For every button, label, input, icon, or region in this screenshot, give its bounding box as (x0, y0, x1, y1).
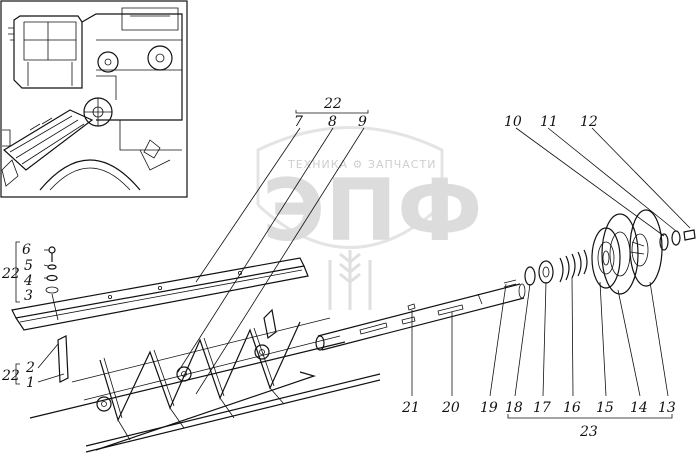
label-15: 15 (596, 400, 614, 416)
label-5: 5 (24, 258, 33, 274)
label-10: 10 (504, 114, 522, 130)
label-20: 20 (441, 400, 460, 416)
label-6: 6 (22, 242, 31, 258)
label-17: 17 (533, 400, 551, 416)
label-7: 7 (294, 114, 303, 130)
label-9: 9 (358, 114, 367, 130)
label-14: 14 (630, 400, 648, 416)
label-2: 2 (25, 360, 35, 376)
watermark-brand-text: ТЕХНИКА ⚙ ЗАПЧАСТИ (287, 158, 436, 171)
label-4: 4 (23, 273, 33, 289)
leader-lines (15, 110, 691, 419)
label-12: 12 (580, 114, 598, 130)
watermark-logo-letters: ЭПФ (262, 161, 482, 261)
part-labels: 22 7 8 9 10 11 12 6 5 22 4 3 2 22 1 21 2… (1, 96, 676, 440)
label-1: 1 (26, 375, 35, 391)
label-22-left-top: 22 (1, 266, 20, 282)
label-11: 11 (540, 114, 558, 130)
label-3: 3 (24, 288, 33, 304)
combine-harvester-inset (0, 0, 188, 198)
label-23: 23 (579, 424, 598, 440)
label-16: 16 (563, 400, 581, 416)
watermark: ТЕХНИКА ⚙ ЗАПЧАСТИ ЭПФ (256, 126, 482, 310)
fasteners-left (45, 246, 59, 321)
label-8: 8 (328, 114, 337, 130)
label-19: 19 (480, 400, 498, 416)
shaft (315, 279, 526, 351)
conveyor-frame (29, 308, 381, 453)
cover-plate (11, 257, 309, 331)
label-22-left-bottom: 22 (1, 368, 20, 384)
pulley-assembly (524, 209, 696, 295)
wheat-ear-icon (328, 250, 372, 310)
label-13: 13 (658, 400, 676, 416)
label-18: 18 (505, 400, 523, 416)
label-22-top: 22 (323, 96, 342, 112)
label-21: 21 (401, 400, 420, 416)
